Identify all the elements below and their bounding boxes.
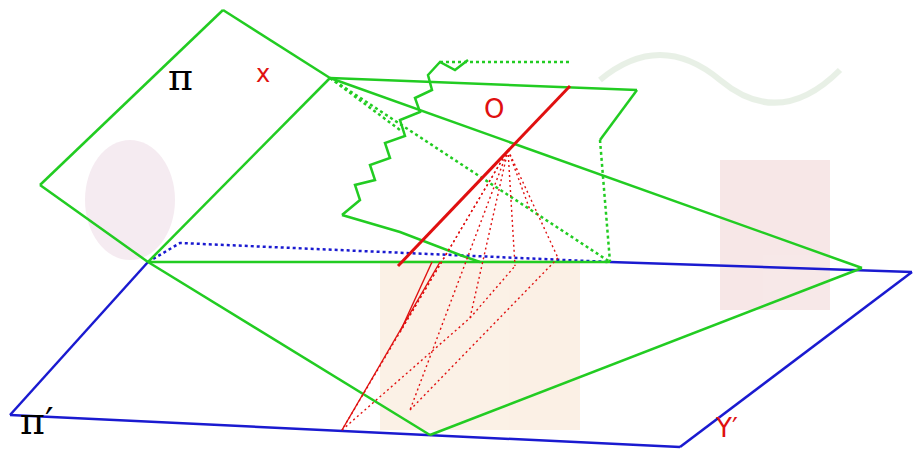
plane-pi <box>40 10 862 435</box>
axis-label: Y′ <box>716 415 738 441</box>
background-decor <box>85 55 840 430</box>
point-label: O <box>484 96 504 122</box>
projection-lines <box>342 86 570 430</box>
plane-label: π <box>168 58 193 96</box>
plane-pi-prime <box>10 243 912 447</box>
axis-label: x <box>256 62 270 86</box>
plane-label: π′ <box>20 402 54 440</box>
